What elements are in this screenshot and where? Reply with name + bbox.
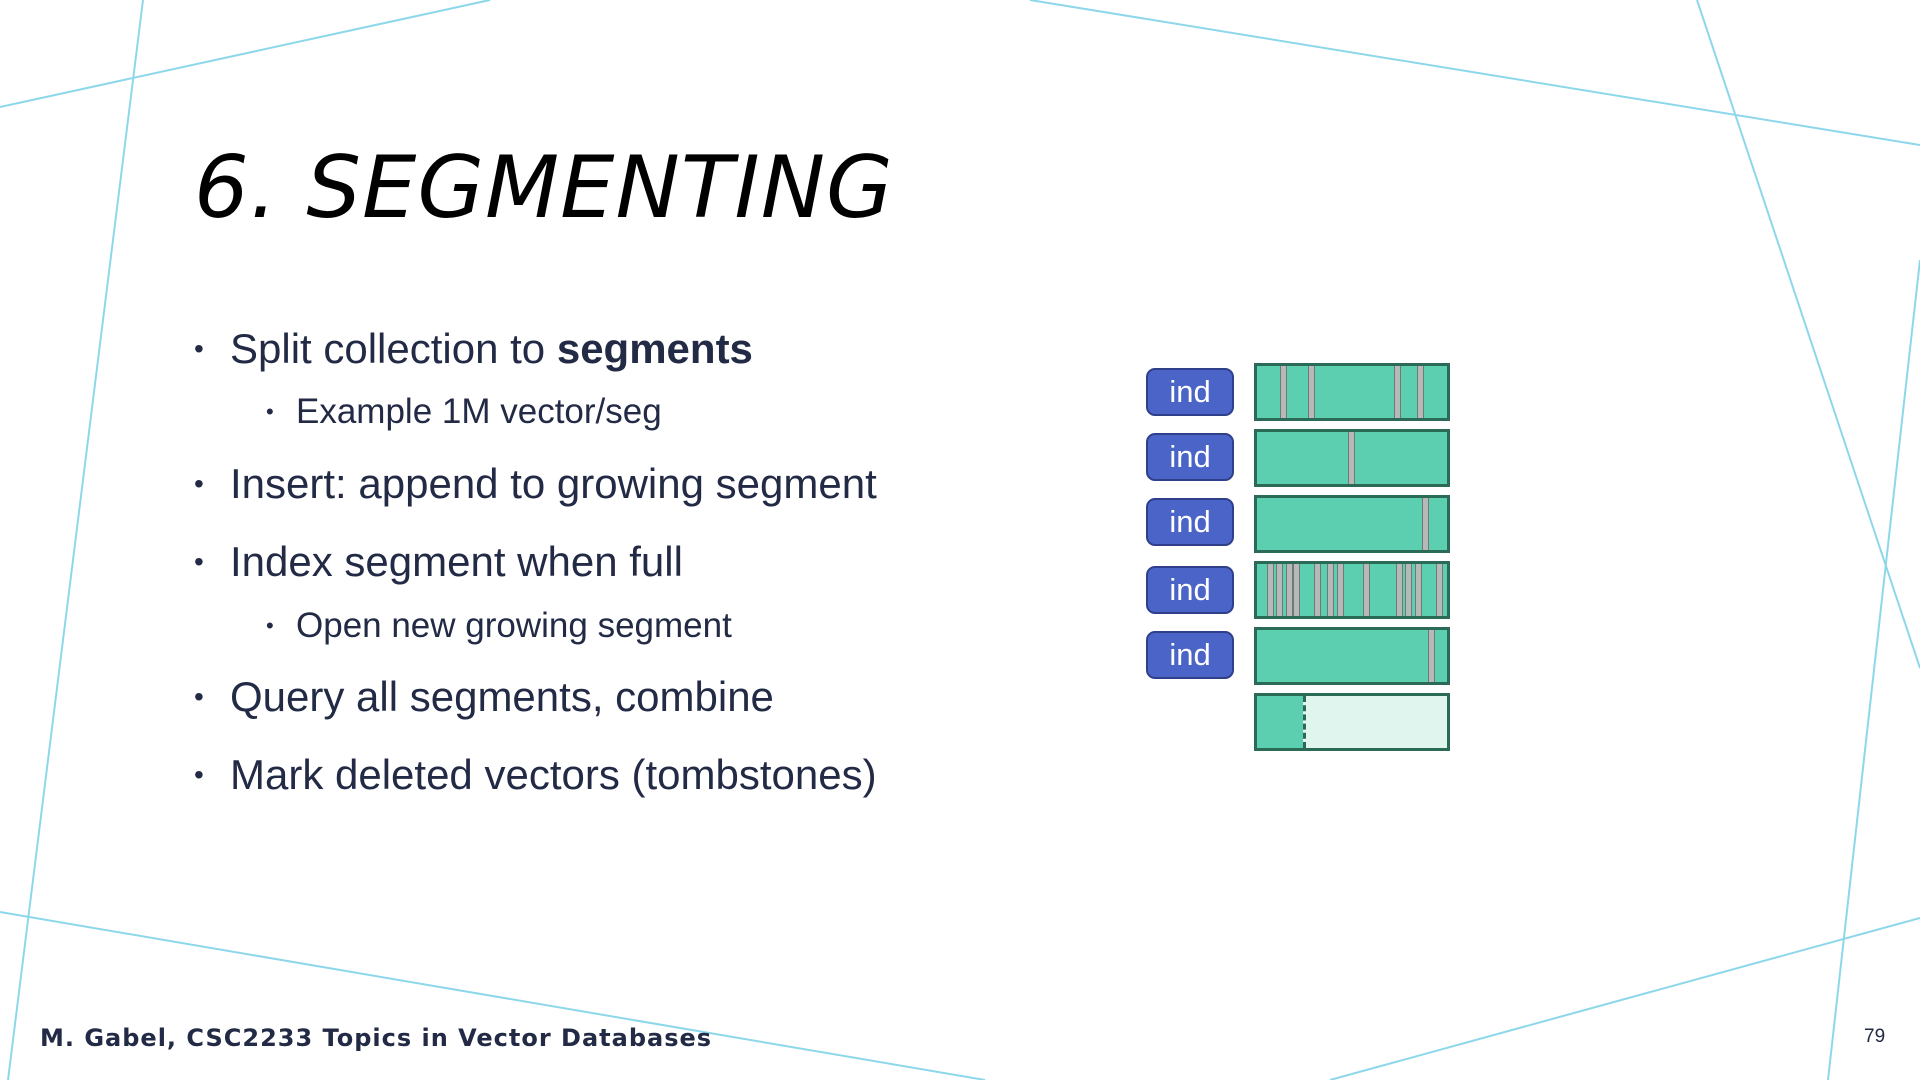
bullet-dot: • bbox=[194, 758, 204, 790]
indexed-segment bbox=[1254, 561, 1450, 619]
bullet-open-new-segment: •Open new growing segment bbox=[266, 605, 732, 645]
bullet-index-segment: •Index segment when full bbox=[194, 537, 683, 585]
bullet-split-collection: •Split collection to segments bbox=[194, 324, 753, 372]
tombstone-marker bbox=[1396, 564, 1403, 616]
tombstone-marker bbox=[1415, 564, 1422, 616]
tombstone-marker bbox=[1286, 564, 1293, 616]
bullet-query-all: •Query all segments, combine bbox=[194, 672, 774, 720]
bullet-insert: •Insert: append to growing segment bbox=[194, 459, 877, 507]
bullet-mark-deleted: •Mark deleted vectors (tombstones) bbox=[194, 750, 877, 798]
tombstone-marker bbox=[1327, 564, 1334, 616]
growing-segment bbox=[1254, 693, 1450, 751]
bullet-dot: • bbox=[266, 398, 274, 424]
tombstone-marker bbox=[1363, 564, 1370, 616]
tombstone-marker bbox=[1308, 366, 1315, 418]
bullet-dot: • bbox=[194, 545, 204, 577]
bullet-dot: • bbox=[194, 332, 204, 364]
bullet-dot: • bbox=[194, 680, 204, 712]
index-box: ind bbox=[1146, 631, 1234, 679]
tombstone-marker bbox=[1314, 564, 1321, 616]
tombstone-marker bbox=[1267, 564, 1274, 616]
index-box: ind bbox=[1146, 498, 1234, 546]
bullet-dot: • bbox=[194, 467, 204, 499]
indexed-segment bbox=[1254, 627, 1450, 685]
slide-title: 6. SEGMENTING bbox=[194, 138, 894, 238]
tombstone-marker bbox=[1337, 564, 1344, 616]
tombstone-marker bbox=[1394, 366, 1401, 418]
footer-author-course: M. Gabel, CSC2233 Topics in Vector Datab… bbox=[40, 1024, 713, 1052]
bullet-bold-term: segments bbox=[556, 324, 753, 372]
tombstone-marker bbox=[1436, 564, 1443, 616]
bullet-example-size: •Example 1M vector/seg bbox=[266, 391, 662, 431]
index-box: ind bbox=[1146, 566, 1234, 614]
tombstone-marker bbox=[1293, 564, 1300, 616]
tombstone-marker bbox=[1280, 366, 1287, 418]
tombstone-marker bbox=[1348, 432, 1355, 484]
index-box: ind bbox=[1146, 368, 1234, 416]
tombstone-marker bbox=[1405, 564, 1412, 616]
tombstone-marker bbox=[1428, 630, 1435, 682]
tombstone-marker bbox=[1417, 366, 1424, 418]
index-box: ind bbox=[1146, 433, 1234, 481]
growing-segment-empty bbox=[1303, 696, 1447, 748]
indexed-segment bbox=[1254, 495, 1450, 553]
tombstone-marker bbox=[1276, 564, 1283, 616]
indexed-segment bbox=[1254, 363, 1450, 421]
page-number: 79 bbox=[1864, 1026, 1886, 1047]
bullet-dot: • bbox=[266, 612, 274, 638]
tombstone-marker bbox=[1422, 498, 1429, 550]
growing-segment-filled bbox=[1257, 696, 1303, 748]
indexed-segment bbox=[1254, 429, 1450, 487]
